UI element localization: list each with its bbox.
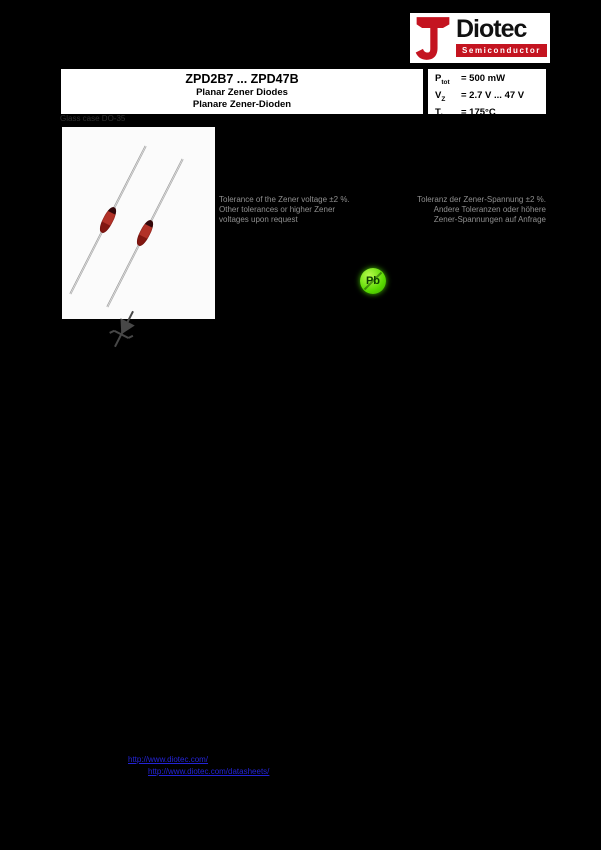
description-line: Tolerance of the Zener voltage ±2 %. xyxy=(219,195,350,204)
diotec-logo: Diotec Semiconductor xyxy=(410,13,550,63)
case-note: Glass case DO-35 xyxy=(60,114,126,123)
description-line: Andere Toleranzen oder höhere xyxy=(433,205,546,214)
diode-photo-a xyxy=(65,143,151,296)
pb-free-badge: Pb xyxy=(360,268,386,294)
spec-symbol: Tjmax xyxy=(435,106,456,120)
footer-link-homepage[interactable]: http://www.diotec.com/ xyxy=(128,755,209,764)
spec-value: = 500 mW xyxy=(461,73,506,84)
description-en: Tolerance of the Zener voltage ±2 %. Oth… xyxy=(219,195,361,225)
diode-body xyxy=(97,205,119,235)
product-photo xyxy=(62,127,215,319)
description-line: Toleranz der Zener-Spannung ±2 %. xyxy=(417,195,546,204)
footer-link-datasheets[interactable]: http://www.diotec.com/datasheets/ xyxy=(148,767,270,776)
diotec-logo-icon xyxy=(415,17,450,60)
zener-symbol-icon xyxy=(109,310,135,348)
pb-free-label: Pb xyxy=(365,275,381,287)
logo-banner: Semiconductor xyxy=(456,44,547,57)
spec-symbol: Ptot xyxy=(435,73,450,86)
page-title: ZPD2B7 ... ZPD47B xyxy=(185,72,299,86)
description-line: Zener-Spannungen auf Anfrage xyxy=(433,215,546,224)
spec-value: = 2.7 V ... 47 V xyxy=(461,89,525,101)
subtitle-de: Planare Zener-Dioden xyxy=(192,99,292,110)
description-line: Other tolerances or higher Zener xyxy=(219,205,336,214)
description-de: Toleranz der Zener-Spannung ±2 %. Andere… xyxy=(390,195,546,225)
part-title-box: ZPD2B7 ... ZPD47B Planar Zener Diodes Pl… xyxy=(60,68,424,115)
logo-text: Diotec Semiconductor xyxy=(456,15,547,57)
spec-row-tjmax: Tjmax = 175°C xyxy=(435,106,546,123)
spec-symbol: VZ xyxy=(435,89,446,103)
diode-photo-b xyxy=(102,156,188,309)
subtitle-en: Planar Zener Diodes xyxy=(196,87,288,98)
spec-row-ptot: Ptot = 500 mW xyxy=(435,72,546,89)
logo-brand: Diotec xyxy=(456,15,527,43)
description-line: voltages upon request xyxy=(219,215,298,224)
spec-value: = 175°C xyxy=(461,106,496,118)
diode-body xyxy=(134,218,156,248)
key-specs-box: Ptot = 500 mW VZ = 2.7 V ... 47 V Tjmax … xyxy=(427,68,547,120)
spec-row-vz: VZ = 2.7 V ... 47 V xyxy=(435,89,546,106)
